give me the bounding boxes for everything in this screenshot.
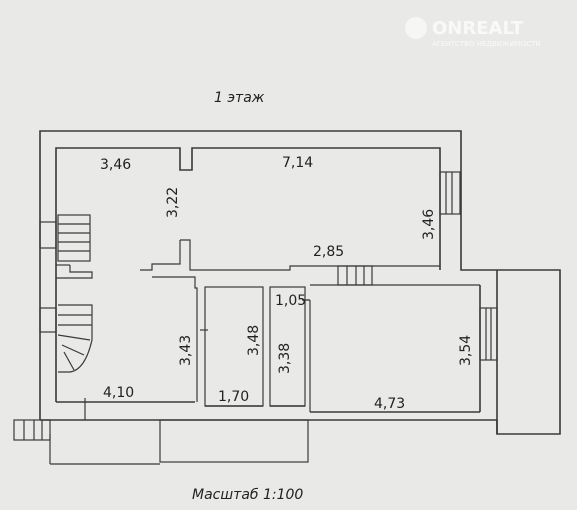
watermark-sub: АГЕНТСТВО НЕДВИЖИМОСТИ [432,40,541,48]
dim-label: 4,10 [103,385,134,401]
dim-label: 3,54 [458,335,474,366]
dim-label: 3,48 [246,325,262,356]
watermark: ONREALT АГЕНТСТВО НЕДВИЖИМОСТИ [405,17,541,48]
floor-title: 1 этаж [214,90,265,106]
dim-label: 2,85 [313,244,344,260]
dim-label: 7,14 [282,155,313,171]
location-pin-icon [405,17,427,39]
stairs [13,214,373,465]
openings [39,171,498,420]
dim-label: 3,46 [100,157,131,173]
dim-label: 3,43 [178,335,194,366]
dimension-labels: 3,46 7,14 3,22 3,46 2,85 1,05 3,43 3,48 … [100,155,474,412]
dim-label: 4,73 [374,396,405,412]
dim-label: 3,46 [421,209,437,240]
dim-label: 1,05 [275,293,306,309]
scale-label: Масштаб 1:100 [192,487,303,503]
watermark-name: ONREALT [432,18,524,39]
dim-label: 1,70 [218,389,249,405]
dim-label: 3,38 [277,343,293,374]
dim-label: 3,22 [165,187,181,218]
